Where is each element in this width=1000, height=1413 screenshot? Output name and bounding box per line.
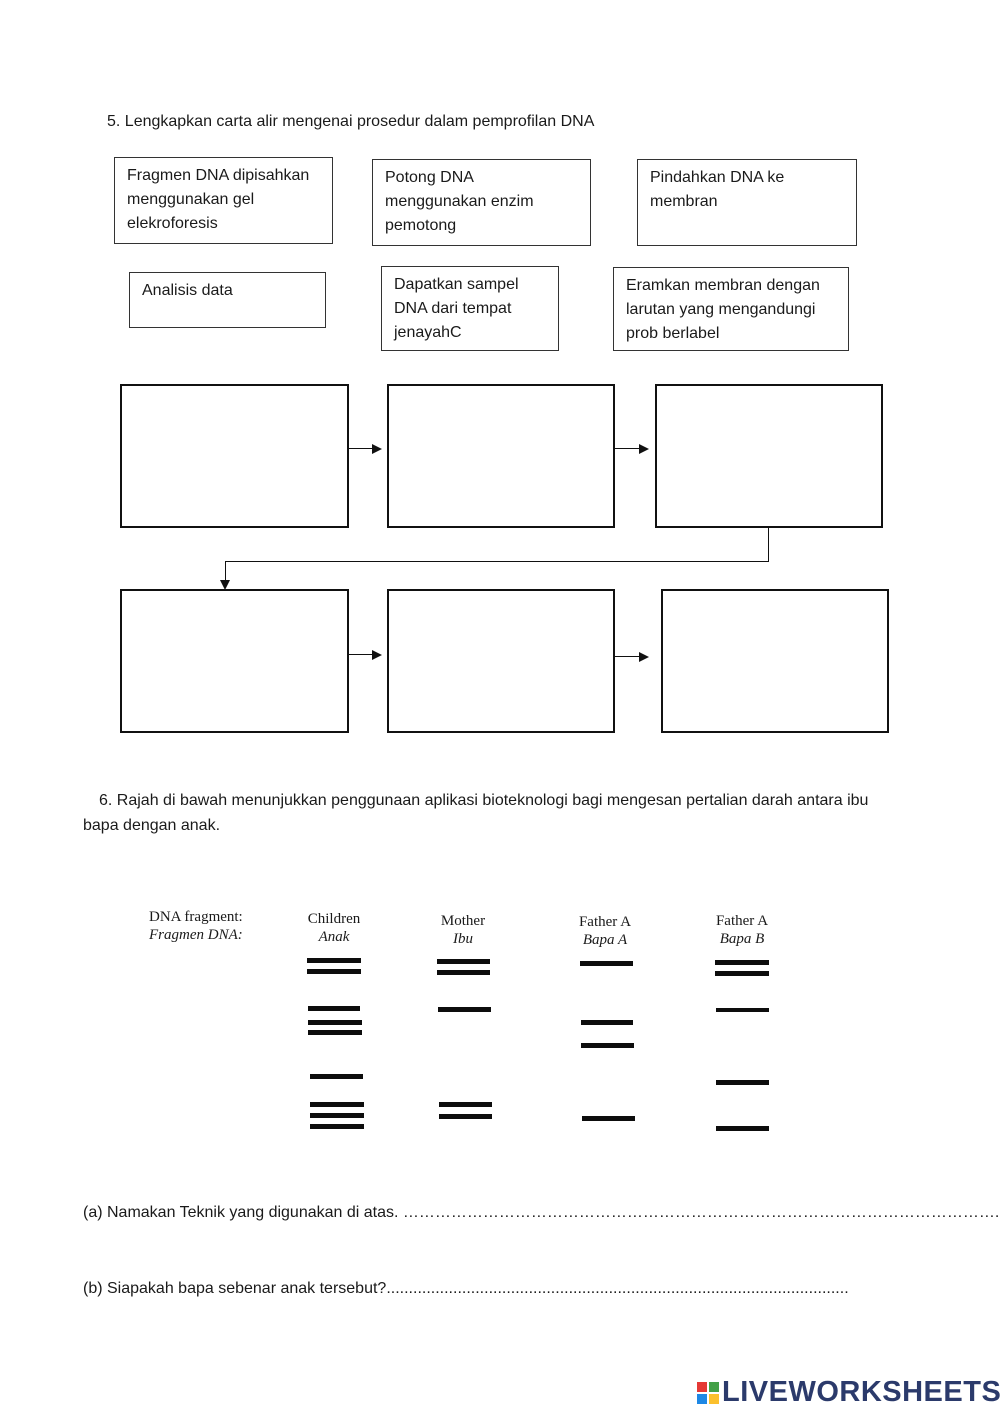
gel-band <box>439 1114 492 1119</box>
gel-band <box>437 970 490 975</box>
flow-connector <box>615 448 640 449</box>
gel-band <box>307 958 361 963</box>
gel-band <box>715 971 769 976</box>
gel-band <box>438 1007 491 1012</box>
gel-band <box>581 1020 633 1025</box>
gel-band <box>582 1116 635 1121</box>
option-box-gel-electrophoresis: Fragmen DNA dipisahkan menggunakan gel e… <box>114 157 333 244</box>
flow-connector <box>349 654 373 655</box>
flow-connector <box>225 561 226 581</box>
arrow-right-icon <box>639 444 649 454</box>
lane-label-en: Mother <box>440 913 486 929</box>
flow-box-2[interactable] <box>387 384 615 528</box>
question-5-title: 5. Lengkapkan carta alir mengenai prosed… <box>107 113 595 130</box>
logo-mark-icon <box>697 1381 719 1404</box>
gel-band <box>308 1020 362 1025</box>
arrow-right-icon <box>372 650 382 660</box>
liveworksheets-logo: LIVEWORKSHEETS <box>697 1376 1000 1409</box>
gel-row-label-ms: Fragmen DNA: <box>149 927 243 943</box>
gel-band <box>716 1008 769 1012</box>
flow-box-5[interactable] <box>387 589 615 733</box>
lane-label-en: Children <box>307 911 361 927</box>
gel-band <box>310 1124 364 1129</box>
arrow-down-icon <box>220 580 230 590</box>
option-box-cut-dna: Potong DNA menggunakan enzim pemotong <box>372 159 591 246</box>
flow-connector <box>615 656 640 657</box>
gel-band <box>716 1080 769 1085</box>
dna-fingerprint-figure: DNA fragment: Fragmen DNA: Children Anak… <box>83 884 873 1146</box>
gel-band <box>716 1126 769 1131</box>
lane-label-ms: Bapa B <box>719 931 765 947</box>
option-box-analyse-data: Analisis data <box>129 272 326 328</box>
gel-band <box>580 961 633 966</box>
flow-connector <box>225 561 769 562</box>
gel-band <box>715 960 769 965</box>
gel-row-label-en: DNA fragment: <box>149 909 243 925</box>
lane-header-children: Children Anak <box>289 910 379 946</box>
flow-connector <box>768 528 769 562</box>
question-6-intro-line1: 6. Rajah di bawah menunjukkan penggunaan… <box>99 792 869 809</box>
gel-band <box>308 1030 362 1035</box>
option-box-get-sample: Dapatkan sampel DNA dari tempat jenayahC <box>381 266 559 351</box>
logo-square <box>697 1393 707 1404</box>
arrow-right-icon <box>372 444 382 454</box>
logo-square <box>709 1393 719 1404</box>
gel-band <box>307 969 361 974</box>
flow-box-3[interactable] <box>655 384 883 528</box>
gel-band <box>437 959 490 964</box>
lane-label-ms: Ibu <box>453 931 473 947</box>
gel-band <box>439 1102 492 1107</box>
flow-box-1[interactable] <box>120 384 349 528</box>
flow-box-4[interactable] <box>120 589 349 733</box>
question-6-intro-line2: bapa dengan anak. <box>83 817 221 834</box>
lane-label-ms: Anak <box>318 929 350 945</box>
option-box-transfer-membrane: Pindahkan DNA ke membran <box>637 159 857 246</box>
lane-label-en: Father A <box>578 914 632 930</box>
gel-band <box>308 1006 360 1011</box>
arrow-right-icon <box>639 652 649 662</box>
lane-header-mother: Mother Ibu <box>418 912 508 948</box>
question-6a[interactable]: (a) Namakan Teknik yang digunakan di ata… <box>83 1204 1000 1221</box>
lane-label-en: Father A <box>715 913 769 929</box>
option-box-incubate-membrane: Eramkan membran dengan larutan yang meng… <box>613 267 849 351</box>
question-6b[interactable]: (b) Siapakah bapa sebenar anak tersebut?… <box>83 1280 849 1297</box>
lane-label-ms: Bapa A <box>582 932 628 948</box>
gel-band <box>310 1113 364 1118</box>
logo-text: LIVEWORKSHEETS <box>722 1376 1000 1408</box>
gel-band <box>310 1074 363 1079</box>
lane-header-father-a: Father A Bapa A <box>560 913 650 949</box>
gel-band <box>310 1102 364 1107</box>
logo-square <box>697 1381 707 1392</box>
lane-header-father-b: Father A Bapa B <box>697 912 787 948</box>
logo-square <box>709 1381 719 1392</box>
gel-band <box>581 1043 634 1048</box>
flow-box-6[interactable] <box>661 589 889 733</box>
flow-connector <box>349 448 373 449</box>
